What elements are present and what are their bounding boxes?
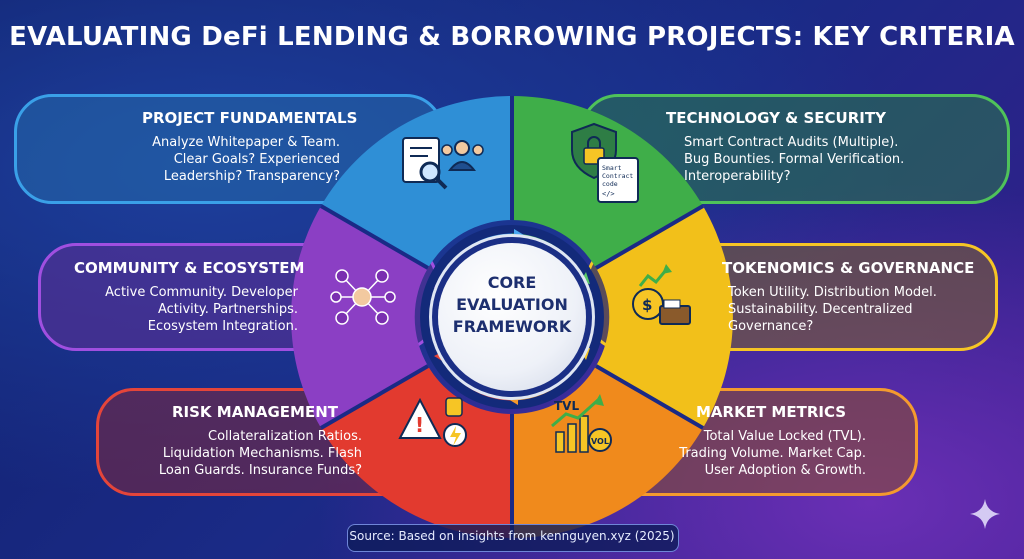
svg-text:$: $ xyxy=(642,296,652,314)
card-title-market-metrics: MARKET METRICS xyxy=(696,403,847,421)
warning-icon: ! xyxy=(398,397,467,447)
team-icon xyxy=(441,140,484,171)
coin-stack-icon: $ xyxy=(632,264,691,325)
tvl-chart-icon: TVL VOL xyxy=(551,394,612,453)
svg-text:VOL: VOL xyxy=(591,437,609,446)
core-framework-label: CORE EVALUATION FRAMEWORK xyxy=(452,273,572,336)
cycle-arrowheads xyxy=(434,229,590,405)
card-title-tokenomics-governance: TOKENOMICS & GOVERNANCE xyxy=(722,259,975,277)
core-framework-circle xyxy=(438,243,586,391)
card-title-community-ecosystem: COMMUNITY & ECOSYSTEM xyxy=(74,259,305,277)
svg-text:Contract: Contract xyxy=(602,172,633,180)
card-title-risk-management: RISK MANAGEMENT xyxy=(172,403,338,421)
segment-community-ecosystem xyxy=(291,206,428,428)
svg-text:</>: </> xyxy=(602,190,615,198)
sparkle-icon xyxy=(970,499,1000,529)
card-title-technology-security: TECHNOLOGY & SECURITY xyxy=(666,109,886,127)
svg-text:Smart: Smart xyxy=(602,164,622,172)
card-body-project-fundamentals: Analyze Whitepaper & Team. Clear Goals? … xyxy=(152,135,340,184)
segment-market-metrics xyxy=(512,366,703,538)
svg-text:TVL: TVL xyxy=(554,399,579,413)
card-body-risk-management: Collateralization Ratios. Liquidation Me… xyxy=(158,429,362,478)
card-body-market-metrics: Total Value Locked (TVL). Trading Volume… xyxy=(679,429,866,478)
segment-risk-management xyxy=(321,366,512,538)
document-search-icon xyxy=(402,137,448,190)
code-window-icon: Smart Contract code </> xyxy=(597,157,639,203)
page-title: EVALUATING DeFi LENDING & BORROWING PROJ… xyxy=(9,22,1015,52)
card-title-project-fundamentals: PROJECT FUNDAMENTALS xyxy=(142,109,358,127)
source-text: Source: Based on insights from kennguyen… xyxy=(349,529,675,543)
card-body-tokenomics-governance: Token Utility. Distribution Model. Susta… xyxy=(728,285,937,334)
svg-text:!: ! xyxy=(415,413,424,437)
network-icon xyxy=(330,269,396,325)
svg-text:code: code xyxy=(602,180,618,188)
card-body-community-ecosystem: Active Community. Developer Activity. Pa… xyxy=(105,285,298,334)
source-box xyxy=(347,524,679,552)
card-body-technology-security: Smart Contract Audits (Multiple). Bug Bo… xyxy=(684,135,905,184)
